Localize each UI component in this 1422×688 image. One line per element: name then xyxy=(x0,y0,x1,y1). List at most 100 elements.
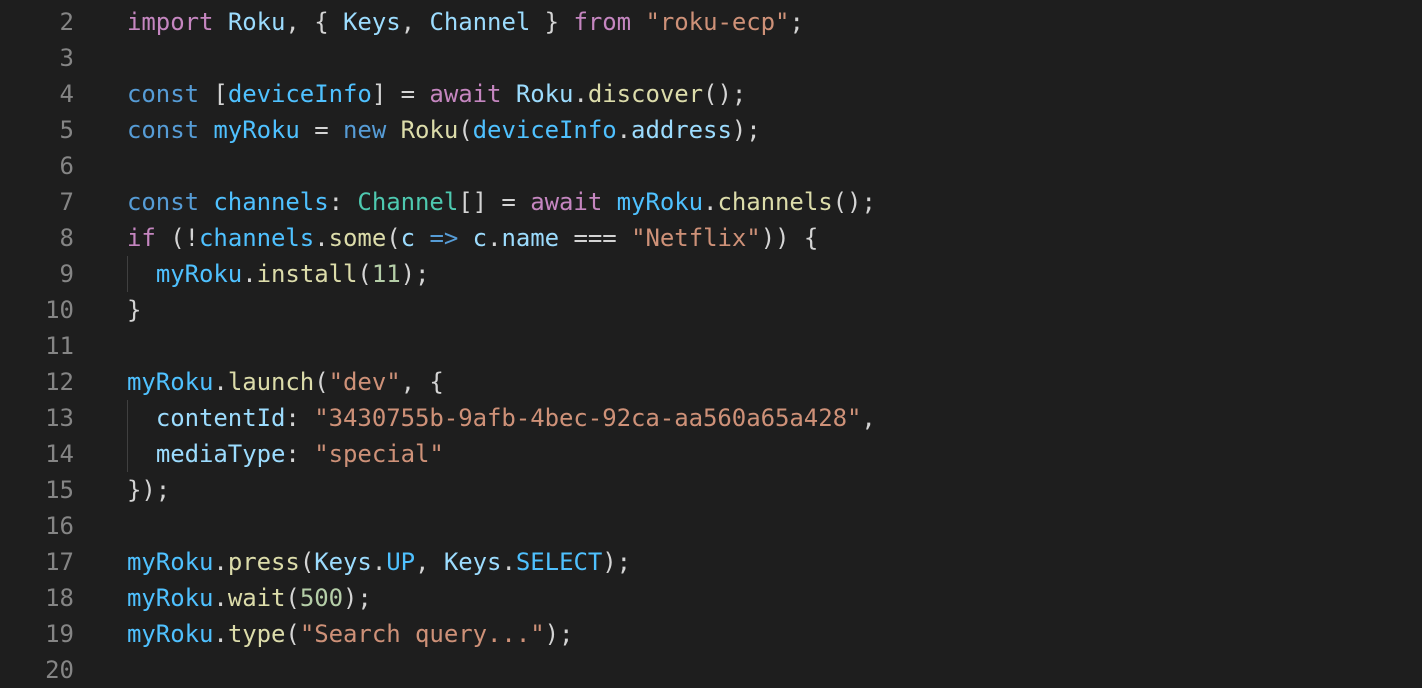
line-number: 2 xyxy=(59,8,74,36)
code-token: type xyxy=(227,620,286,648)
line-number: 8 xyxy=(59,224,74,252)
code-token: Roku xyxy=(400,116,459,144)
code-token: "special" xyxy=(314,440,444,468)
line-number: 11 xyxy=(45,332,74,360)
code-text: myRoku.type("Search query..."); xyxy=(127,616,573,652)
code-token: myRoku xyxy=(616,188,704,216)
code-token: myRoku xyxy=(127,584,214,612)
code-token: [ xyxy=(199,80,228,108)
code-token: channels xyxy=(717,188,833,216)
indent-guide xyxy=(127,400,128,436)
line-number: 17 xyxy=(45,548,74,576)
code-token: (! xyxy=(155,224,200,252)
code-token: . xyxy=(616,116,632,144)
code-text: myRoku.install(11); xyxy=(127,256,430,292)
code-text: if (!channels.some(c => c.name === "Netf… xyxy=(127,220,818,256)
code-token: , { xyxy=(400,368,444,396)
code-token: const xyxy=(127,80,199,108)
line-number: 20 xyxy=(45,656,74,684)
code-token: = xyxy=(299,116,344,144)
code-line[interactable]: 20 xyxy=(0,652,1422,688)
code-token: "3430755b-9afb-4bec-92ca-aa560a65a428" xyxy=(314,404,862,432)
code-text: myRoku.press(Keys.UP, Keys.SELECT); xyxy=(127,544,631,580)
code-token: . xyxy=(501,548,516,576)
code-text: } xyxy=(127,292,141,328)
code-token: , xyxy=(415,548,444,576)
code-token: (); xyxy=(703,80,747,108)
code-text: contentId: "3430755b-9afb-4bec-92ca-aa56… xyxy=(127,400,876,436)
code-text: myRoku.launch("dev", { xyxy=(127,364,444,400)
code-token: ); xyxy=(400,260,430,288)
code-token: "dev" xyxy=(328,368,401,396)
code-token: Channel xyxy=(357,188,459,216)
code-token: 500 xyxy=(299,584,344,612)
code-token: from xyxy=(573,8,632,36)
code-token: address xyxy=(631,116,732,144)
code-token: SELECT xyxy=(515,548,603,576)
code-token: channels xyxy=(199,224,315,252)
code-token: . xyxy=(213,368,228,396)
line-number: 5 xyxy=(59,116,74,144)
code-token xyxy=(602,188,616,216)
code-token: press xyxy=(227,548,300,576)
line-number: 3 xyxy=(59,44,74,72)
code-token: const xyxy=(127,116,199,144)
code-token: myRoku xyxy=(213,116,300,144)
line-number: 6 xyxy=(59,152,74,180)
line-number: 13 xyxy=(45,404,74,432)
code-token: . xyxy=(487,224,502,252)
code-token: )) { xyxy=(760,224,819,252)
code-text: myRoku.wait(500); xyxy=(127,580,372,616)
code-token: ); xyxy=(731,116,761,144)
code-line[interactable]: 13 contentId: "3430755b-9afb-4bec-92ca-a… xyxy=(0,400,1422,436)
code-token: , xyxy=(400,8,430,36)
code-line[interactable]: 10} xyxy=(0,292,1422,328)
code-token: . xyxy=(213,548,228,576)
code-token: await xyxy=(429,80,502,108)
line-number: 14 xyxy=(45,440,74,468)
code-token: ( xyxy=(299,548,315,576)
code-line[interactable]: 16 xyxy=(0,508,1422,544)
code-text: import Roku, { Keys, Channel } from "rok… xyxy=(127,4,804,40)
code-token: ( xyxy=(357,260,372,288)
code-line[interactable]: 11 xyxy=(0,328,1422,364)
code-token: , { xyxy=(285,8,344,36)
code-token: myRoku xyxy=(127,620,214,648)
code-token: some xyxy=(328,224,387,252)
code-token: }); xyxy=(127,476,171,504)
code-line[interactable]: 2 import Roku, { Keys, Channel } from "ro… xyxy=(0,4,1422,40)
code-line[interactable]: 15}); xyxy=(0,472,1422,508)
code-line[interactable]: 9 myRoku.install(11); xyxy=(0,256,1422,292)
code-token: if xyxy=(127,224,156,252)
code-line[interactable]: 6 xyxy=(0,148,1422,184)
code-token: Keys xyxy=(343,8,401,36)
code-token: Keys xyxy=(314,548,372,576)
line-number: 15 xyxy=(45,476,74,504)
code-text: const [deviceInfo] = await Roku.discover… xyxy=(127,76,746,112)
code-line[interactable]: 3 xyxy=(0,40,1422,76)
code-token: import xyxy=(127,8,214,36)
line-number: 16 xyxy=(45,512,74,540)
code-token: , xyxy=(861,404,876,432)
code-text: }); xyxy=(127,472,170,508)
code-token: ( xyxy=(386,224,401,252)
code-token xyxy=(631,8,645,36)
code-token: ( xyxy=(285,584,300,612)
code-token: [] = xyxy=(458,188,531,216)
code-token: } xyxy=(127,296,142,324)
code-token: UP xyxy=(386,548,416,576)
code-token xyxy=(415,224,429,252)
code-token: c xyxy=(472,224,488,252)
code-token xyxy=(501,80,515,108)
code-token: : xyxy=(285,440,315,468)
code-line[interactable]: 14 mediaType: "special" xyxy=(0,436,1422,472)
